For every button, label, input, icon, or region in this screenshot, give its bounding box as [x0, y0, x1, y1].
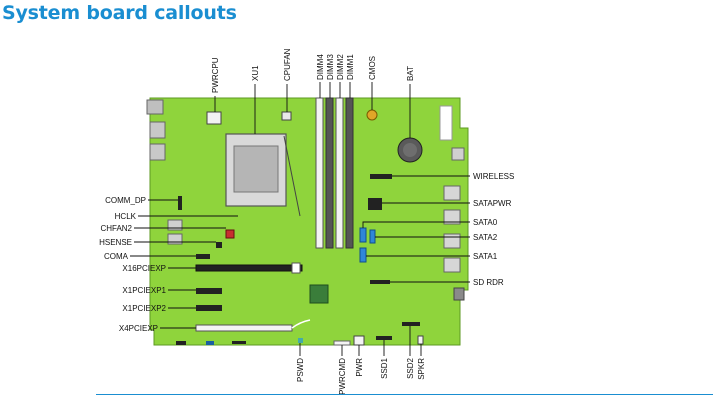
right-port: [443, 233, 461, 249]
label-bat: BAT: [406, 66, 415, 81]
label-x4pciexp: X4PCIEXP: [119, 324, 158, 333]
rear-port: [149, 143, 166, 161]
cmos-jumper: [366, 109, 378, 121]
label-cpufan: CPUFAN: [283, 48, 292, 81]
right-port: [451, 147, 465, 161]
speaker-header: [417, 335, 424, 345]
label-comm-dp: COMM_DP: [105, 196, 146, 205]
label-pswd: PSWD: [296, 358, 305, 382]
label-chfan2: CHFAN2: [100, 224, 132, 233]
footer-rule: [96, 394, 713, 395]
label-pwrcpu: PWRCPU: [211, 57, 220, 93]
wireless-slot: [370, 174, 392, 179]
label-ssd1: SSD1: [380, 357, 389, 378]
page-title: System board callouts: [2, 2, 237, 24]
sata2-connector: [369, 229, 376, 244]
cpufan-header: [281, 111, 292, 121]
label-x1pciexp2: X1PCIEXP2: [122, 304, 166, 313]
dimm4-slot: [315, 97, 324, 249]
label-xu1: XU1: [251, 65, 260, 81]
label-x16pciexp: X16PCIEXP: [122, 264, 166, 273]
rear-connector: [439, 105, 453, 141]
sd-reader-header: [370, 280, 390, 284]
chfan2-header: [225, 229, 235, 239]
right-callout-labels: WIRELESS SATAPWR SATA0 SATA2 SATA1 SD RD…: [473, 172, 514, 287]
x1pciexp2-slot: [196, 305, 222, 311]
left-connector: [167, 219, 183, 231]
dimm3-slot: [325, 97, 334, 249]
label-dimm3: DIMM3: [326, 54, 335, 80]
dimm1-slot: [345, 97, 354, 249]
label-hsense: HSENSE: [99, 238, 132, 247]
pwrcpu-connector: [206, 111, 222, 125]
label-sata1: SATA1: [473, 252, 498, 261]
label-ssd2: SSD2: [406, 357, 415, 378]
rear-port: [146, 99, 164, 115]
ssd1-slot: [376, 336, 392, 340]
label-sata0: SATA0: [473, 218, 498, 227]
sata1-connector: [359, 247, 367, 263]
satapwr-connector: [368, 198, 382, 210]
rear-port: [149, 121, 166, 139]
ssd2-slot: [402, 322, 420, 326]
left-connector: [167, 233, 183, 245]
coma-header: [196, 254, 210, 259]
bottom-callout-labels: PSWD PWRCMD PWR SSD1 SSD2 SPKR: [296, 357, 426, 394]
label-spkr: SPKR: [417, 358, 426, 380]
x4pciexp-slot: [195, 324, 293, 332]
right-port: [443, 185, 461, 201]
dimm2-slot: [335, 97, 344, 249]
label-sata2: SATA2: [473, 233, 498, 242]
label-dimm2: DIMM2: [336, 54, 345, 80]
cpu-socket-core: [233, 145, 279, 193]
label-wireless: WIRELESS: [473, 172, 514, 181]
label-satapwr: SATAPWR: [473, 199, 512, 208]
right-port: [443, 257, 461, 273]
right-port: [443, 209, 461, 225]
label-x1pciexp1: X1PCIEXP1: [122, 286, 166, 295]
system-board: [146, 97, 469, 346]
label-pwr: PWR: [355, 358, 364, 377]
label-dimm1: DIMM1: [346, 54, 355, 80]
right-port: [453, 287, 465, 301]
callout-leaders: [130, 82, 470, 356]
label-dimm4: DIMM4: [316, 54, 325, 80]
label-hclk: HCLK: [115, 212, 137, 221]
left-callout-labels: COMM_DP HCLK CHFAN2 HSENSE COMA X16PCIEX…: [99, 196, 166, 333]
pswd-jumper: [298, 338, 303, 343]
sata0-connector: [359, 227, 367, 243]
top-callout-labels: PWRCPU XU1 CPUFAN DIMM4 DIMM3 DIMM2 DIMM…: [211, 48, 415, 93]
hsense-header: [216, 242, 222, 248]
pwr-connector: [353, 335, 365, 346]
label-cmos: CMOS: [368, 56, 377, 80]
label-sd-rdr: SD RDR: [473, 278, 504, 287]
chipset: [309, 284, 329, 304]
pwrcmd-header: [333, 340, 351, 346]
label-pwrcmd: PWRCMD: [338, 358, 347, 395]
comm-dp-header: [178, 196, 182, 210]
x16pciexp-slot: [195, 264, 303, 272]
x1pciexp1-slot: [196, 288, 222, 294]
label-coma: COMA: [104, 252, 129, 261]
